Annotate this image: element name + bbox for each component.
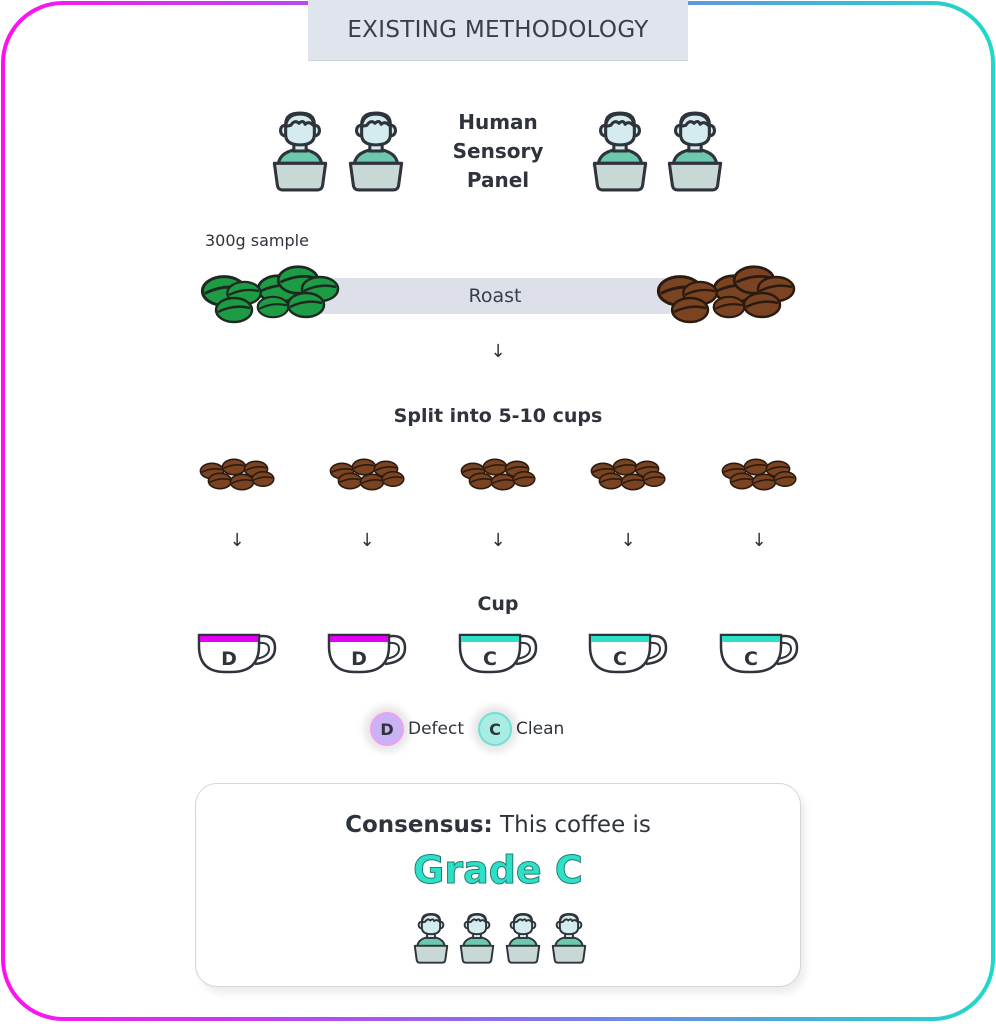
legend-label: Clean bbox=[516, 719, 565, 739]
section-title: EXISTING METHODOLOGY bbox=[308, 0, 688, 61]
roasted-beans-portion-icon bbox=[590, 458, 666, 492]
panelist-icon bbox=[592, 110, 648, 192]
panelist-icon bbox=[413, 912, 449, 964]
roasted-beans-portion-icon bbox=[460, 458, 536, 492]
cup-grade-letter: D bbox=[351, 648, 367, 670]
consensus-statement: This coffee is bbox=[492, 812, 651, 838]
cup-fill-line bbox=[200, 636, 258, 642]
split-label: Split into 5-10 cups bbox=[393, 405, 603, 427]
roasted-beans-portion-icon bbox=[721, 458, 797, 492]
panelist-icon bbox=[667, 110, 723, 192]
defect-badge-icon: D bbox=[370, 712, 404, 746]
panelist-icon bbox=[272, 110, 328, 192]
coffee-cup-icon-clean: C bbox=[458, 633, 538, 674]
panel-label-line: Panel bbox=[466, 168, 530, 192]
roasted-beans-portion-icon bbox=[199, 458, 275, 492]
roasted-beans-portion-icon bbox=[329, 458, 405, 492]
arrow-down-icon: ↓ bbox=[490, 530, 506, 551]
panelist-icon bbox=[459, 912, 495, 964]
cup-fill-line bbox=[461, 636, 519, 642]
cup-grade-letter: C bbox=[483, 648, 497, 670]
cup-grade-letter: C bbox=[744, 648, 758, 670]
arrow-down-icon: ↓ bbox=[229, 530, 245, 551]
legend-item-clean: C Clean bbox=[478, 712, 564, 746]
arrow-down-icon: ↓ bbox=[490, 341, 506, 362]
legend-item-defect: D Defect bbox=[370, 712, 464, 746]
legend-label: Defect bbox=[408, 719, 465, 739]
coffee-cup-icon-clean: C bbox=[588, 633, 668, 674]
panelist-icon bbox=[505, 912, 541, 964]
cup-grade-letter: D bbox=[221, 648, 237, 670]
clean-badge-icon: C bbox=[478, 712, 513, 746]
cup-grade-letter: C bbox=[613, 648, 627, 670]
cup-section-label: Cup bbox=[477, 593, 519, 615]
panel-label: Human Sensory Panel bbox=[420, 108, 576, 195]
panel-label-line: Human bbox=[458, 110, 538, 134]
panel-label-line: Sensory bbox=[452, 139, 544, 163]
coffee-cup-icon-clean: C bbox=[719, 633, 799, 674]
cup-fill-line bbox=[591, 636, 649, 642]
grade-result: Grade C bbox=[413, 848, 584, 893]
consensus-text: Consensus: This coffee is bbox=[196, 812, 800, 838]
sample-label: 300g sample bbox=[205, 231, 309, 250]
arrow-down-icon: ↓ bbox=[751, 530, 767, 551]
panelist-icon bbox=[551, 912, 587, 964]
roasted-beans-icon bbox=[656, 265, 796, 324]
coffee-cup-icon-defect: D bbox=[327, 633, 407, 674]
panelist-icon bbox=[348, 110, 404, 192]
cup-fill-line bbox=[330, 636, 388, 642]
roast-bar: Roast bbox=[320, 278, 670, 314]
legend: D Defect C Clean bbox=[370, 712, 564, 746]
cup-fill-line bbox=[722, 636, 780, 642]
coffee-cup-icon-defect: D bbox=[197, 633, 277, 674]
arrow-down-icon: ↓ bbox=[620, 530, 636, 551]
arrow-down-icon: ↓ bbox=[359, 530, 375, 551]
consensus-box: Consensus: This coffee is Grade C bbox=[195, 783, 801, 987]
consensus-prefix: Consensus: bbox=[345, 812, 493, 838]
green-beans-icon bbox=[200, 265, 340, 324]
